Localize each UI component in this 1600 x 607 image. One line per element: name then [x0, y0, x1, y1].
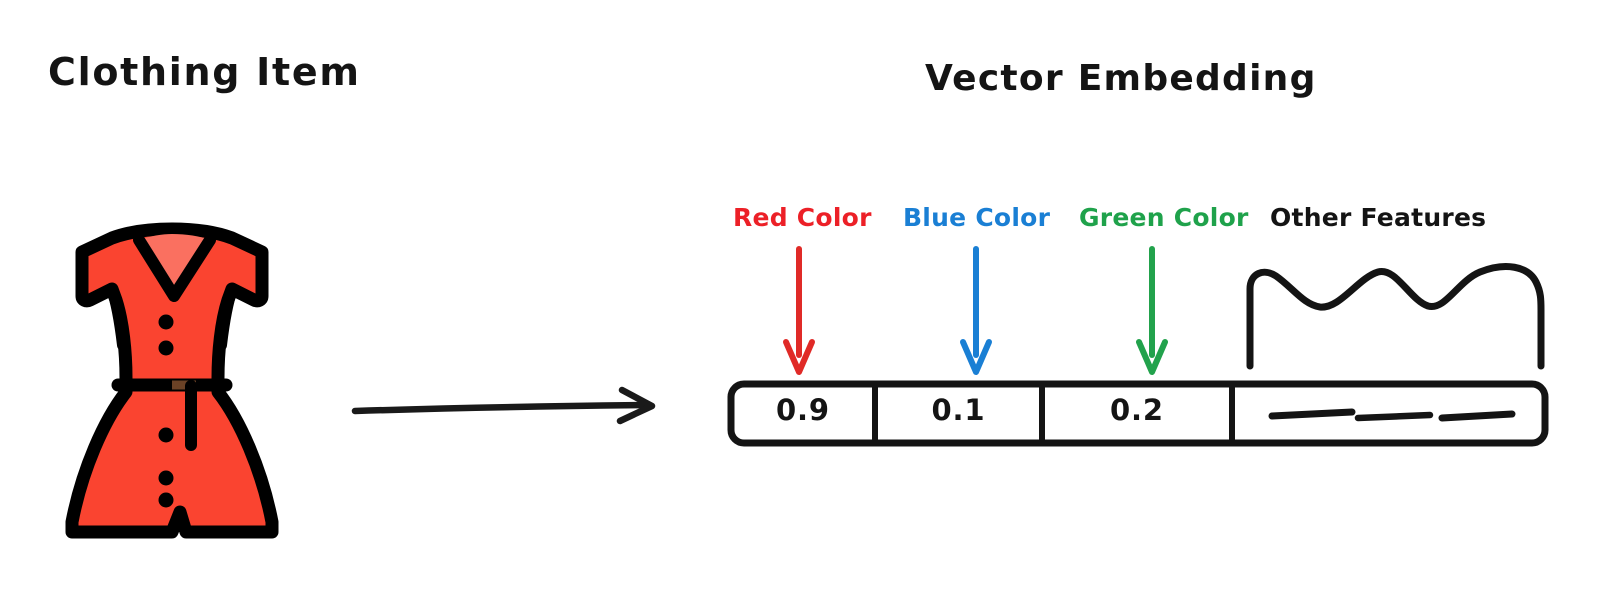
dress-button	[158, 427, 174, 443]
feature-label-red-color: Red Color	[733, 203, 872, 232]
dress-neckline	[139, 234, 210, 296]
feature-label-green-color: Green Color	[1079, 203, 1249, 232]
annotation-arrow-blue	[960, 246, 992, 375]
vector-cell-value-2: 0.2	[1110, 393, 1164, 427]
vector-cell-value-1: 0.1	[931, 393, 986, 427]
page-title-clothing-item: Clothing Item	[48, 50, 361, 94]
dress-button	[158, 492, 174, 508]
vector-cell-value-0: 0.9	[776, 393, 830, 427]
dress-button	[158, 470, 174, 486]
annotation-arrow-red	[783, 246, 815, 375]
feature-label-other-features: Other Features	[1270, 203, 1487, 232]
other-features-brace	[1246, 263, 1545, 370]
transform-arrow-head	[616, 386, 656, 425]
embedding-vector-box[interactable]	[727, 380, 1549, 447]
transform-arrow	[351, 386, 656, 425]
dress-button	[158, 340, 174, 356]
dash-mark	[1268, 408, 1356, 420]
annotation-arrow-red-head	[783, 339, 815, 375]
red-dress-illustration	[65, 222, 279, 539]
other-features-dashes	[1268, 408, 1516, 422]
transform-arrow-shaft	[351, 401, 652, 415]
dash-mark	[1438, 410, 1516, 422]
dress-sleeve-right-seam	[215, 283, 238, 351]
feature-label-blue-color: Blue Color	[903, 203, 1051, 232]
page-title-vector-embedding: Vector Embedding	[925, 58, 1317, 99]
embedding-vector-outline	[727, 380, 1549, 447]
annotation-arrow-green	[1136, 246, 1168, 375]
dress-button	[158, 314, 174, 330]
dash-mark	[1354, 411, 1434, 422]
dress-sleeve-left-seam	[106, 283, 129, 351]
annotation-arrow-green-head	[1136, 339, 1168, 375]
annotation-arrow-blue-head	[960, 339, 992, 375]
dress-neckline-outline	[133, 234, 216, 302]
